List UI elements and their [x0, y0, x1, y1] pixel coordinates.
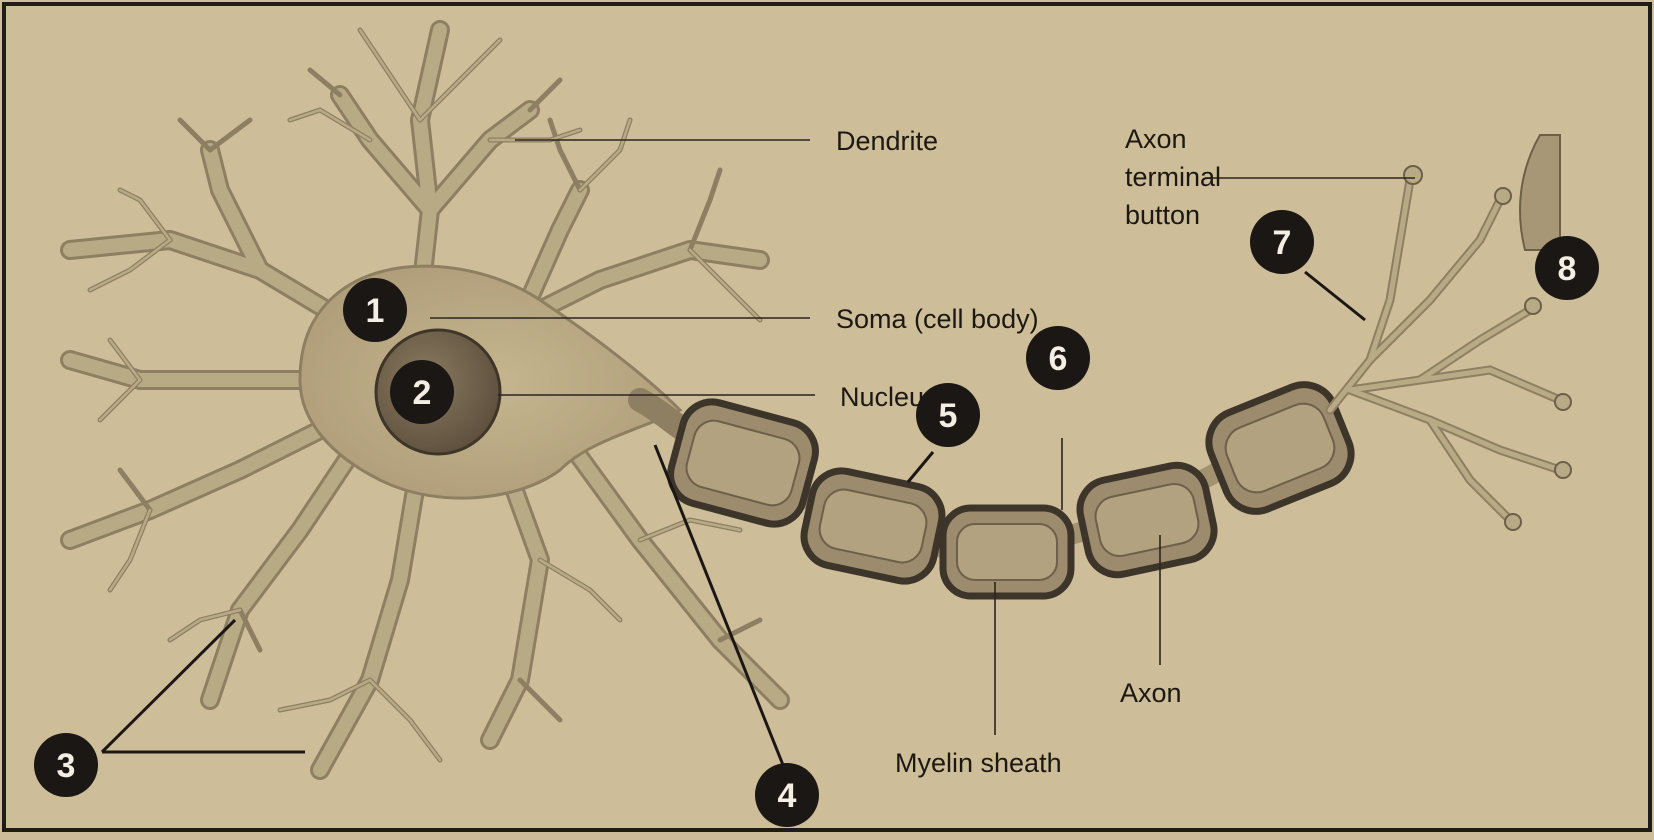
- svg-text:3: 3: [57, 747, 76, 785]
- marker-3: 3: [34, 733, 98, 797]
- label-axon: Axon: [1120, 678, 1182, 708]
- marker-5: 5: [916, 383, 980, 447]
- svg-text:5: 5: [939, 397, 958, 435]
- label-soma: Soma (cell body): [836, 304, 1039, 334]
- marker-1: 1: [343, 278, 407, 342]
- label-axon-terminal-line1: Axon: [1125, 124, 1187, 154]
- myelin-segment: [943, 508, 1071, 596]
- label-axon-terminal-line3: button: [1125, 200, 1200, 230]
- svg-text:1: 1: [366, 292, 385, 330]
- frame-border: [4, 4, 1650, 830]
- svg-text:7: 7: [1273, 224, 1292, 262]
- label-dendrite: Dendrite: [836, 126, 938, 156]
- svg-text:4: 4: [778, 777, 797, 815]
- marker-6: 6: [1026, 326, 1090, 390]
- label-myelin-sheath: Myelin sheath: [895, 748, 1062, 778]
- svg-text:6: 6: [1049, 340, 1068, 378]
- marker-7: 7: [1250, 210, 1314, 274]
- marker-8: 8: [1535, 236, 1599, 300]
- svg-text:8: 8: [1558, 250, 1577, 288]
- label-axon-terminal-line2: terminal: [1125, 162, 1221, 192]
- marker-4: 4: [755, 763, 819, 827]
- svg-text:2: 2: [413, 374, 432, 412]
- marker-2: 2: [390, 360, 454, 424]
